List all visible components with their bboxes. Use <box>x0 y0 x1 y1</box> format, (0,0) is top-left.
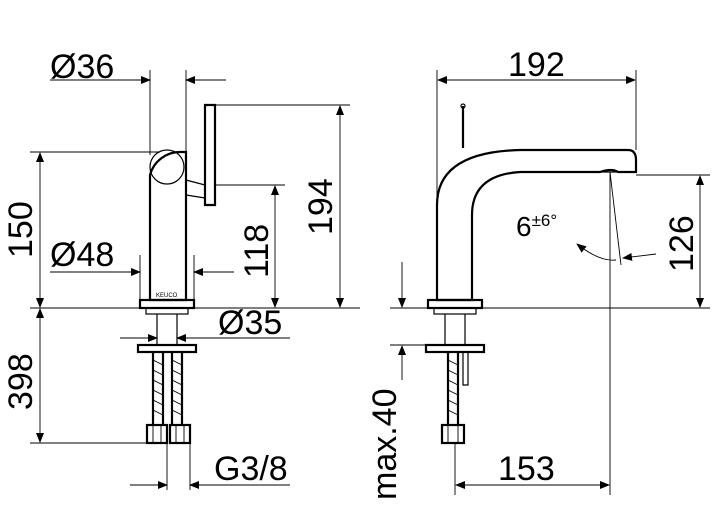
front-nut-left <box>145 423 169 445</box>
dim-d48: Ø48 <box>50 236 114 274</box>
side-body-outline <box>435 148 638 302</box>
dim-d36: Ø36 <box>50 48 114 86</box>
front-body-top-circle <box>149 149 185 185</box>
front-hose-left <box>151 352 165 425</box>
dim-h118: 118 <box>238 224 276 278</box>
dim-max40: max.40 <box>366 389 404 501</box>
front-lever-joint-2 <box>185 194 206 199</box>
front-view: KEUCO <box>136 103 217 445</box>
front-nut-right <box>168 423 192 445</box>
dim-angle: 6±6° <box>516 211 557 242</box>
dim-h126: 126 <box>663 215 701 272</box>
front-body-outline <box>148 150 188 302</box>
brand-mark: KEUCO <box>156 293 178 299</box>
front-hose-right <box>170 352 184 425</box>
front-hose-pattern <box>152 359 183 416</box>
side-nut <box>440 423 466 445</box>
side-hose <box>446 352 460 425</box>
dim-d35: Ø35 <box>218 304 282 342</box>
dim-thread: G3/8 <box>214 450 288 488</box>
dim-w192: 192 <box>508 46 565 84</box>
front-fixing-plate <box>136 343 198 354</box>
side-fixing-plate <box>424 343 486 354</box>
dim-h398: 398 <box>2 353 40 410</box>
dim-w153: 153 <box>498 450 555 488</box>
side-base-plate <box>426 298 484 310</box>
dim-h194: 194 <box>302 178 340 235</box>
front-dimensions: Ø36 Ø48 Ø35 150 118 194 398 <box>2 48 360 490</box>
front-lever <box>203 103 217 207</box>
side-base-washer <box>433 307 477 315</box>
side-view <box>424 103 638 445</box>
side-dimensions: 192 6±6° 126 153 max.40 <box>366 46 710 500</box>
dim-h150: 150 <box>2 201 40 258</box>
front-base-plate <box>138 298 196 310</box>
front-lever-joint <box>185 179 206 186</box>
front-base-washer <box>145 307 189 315</box>
